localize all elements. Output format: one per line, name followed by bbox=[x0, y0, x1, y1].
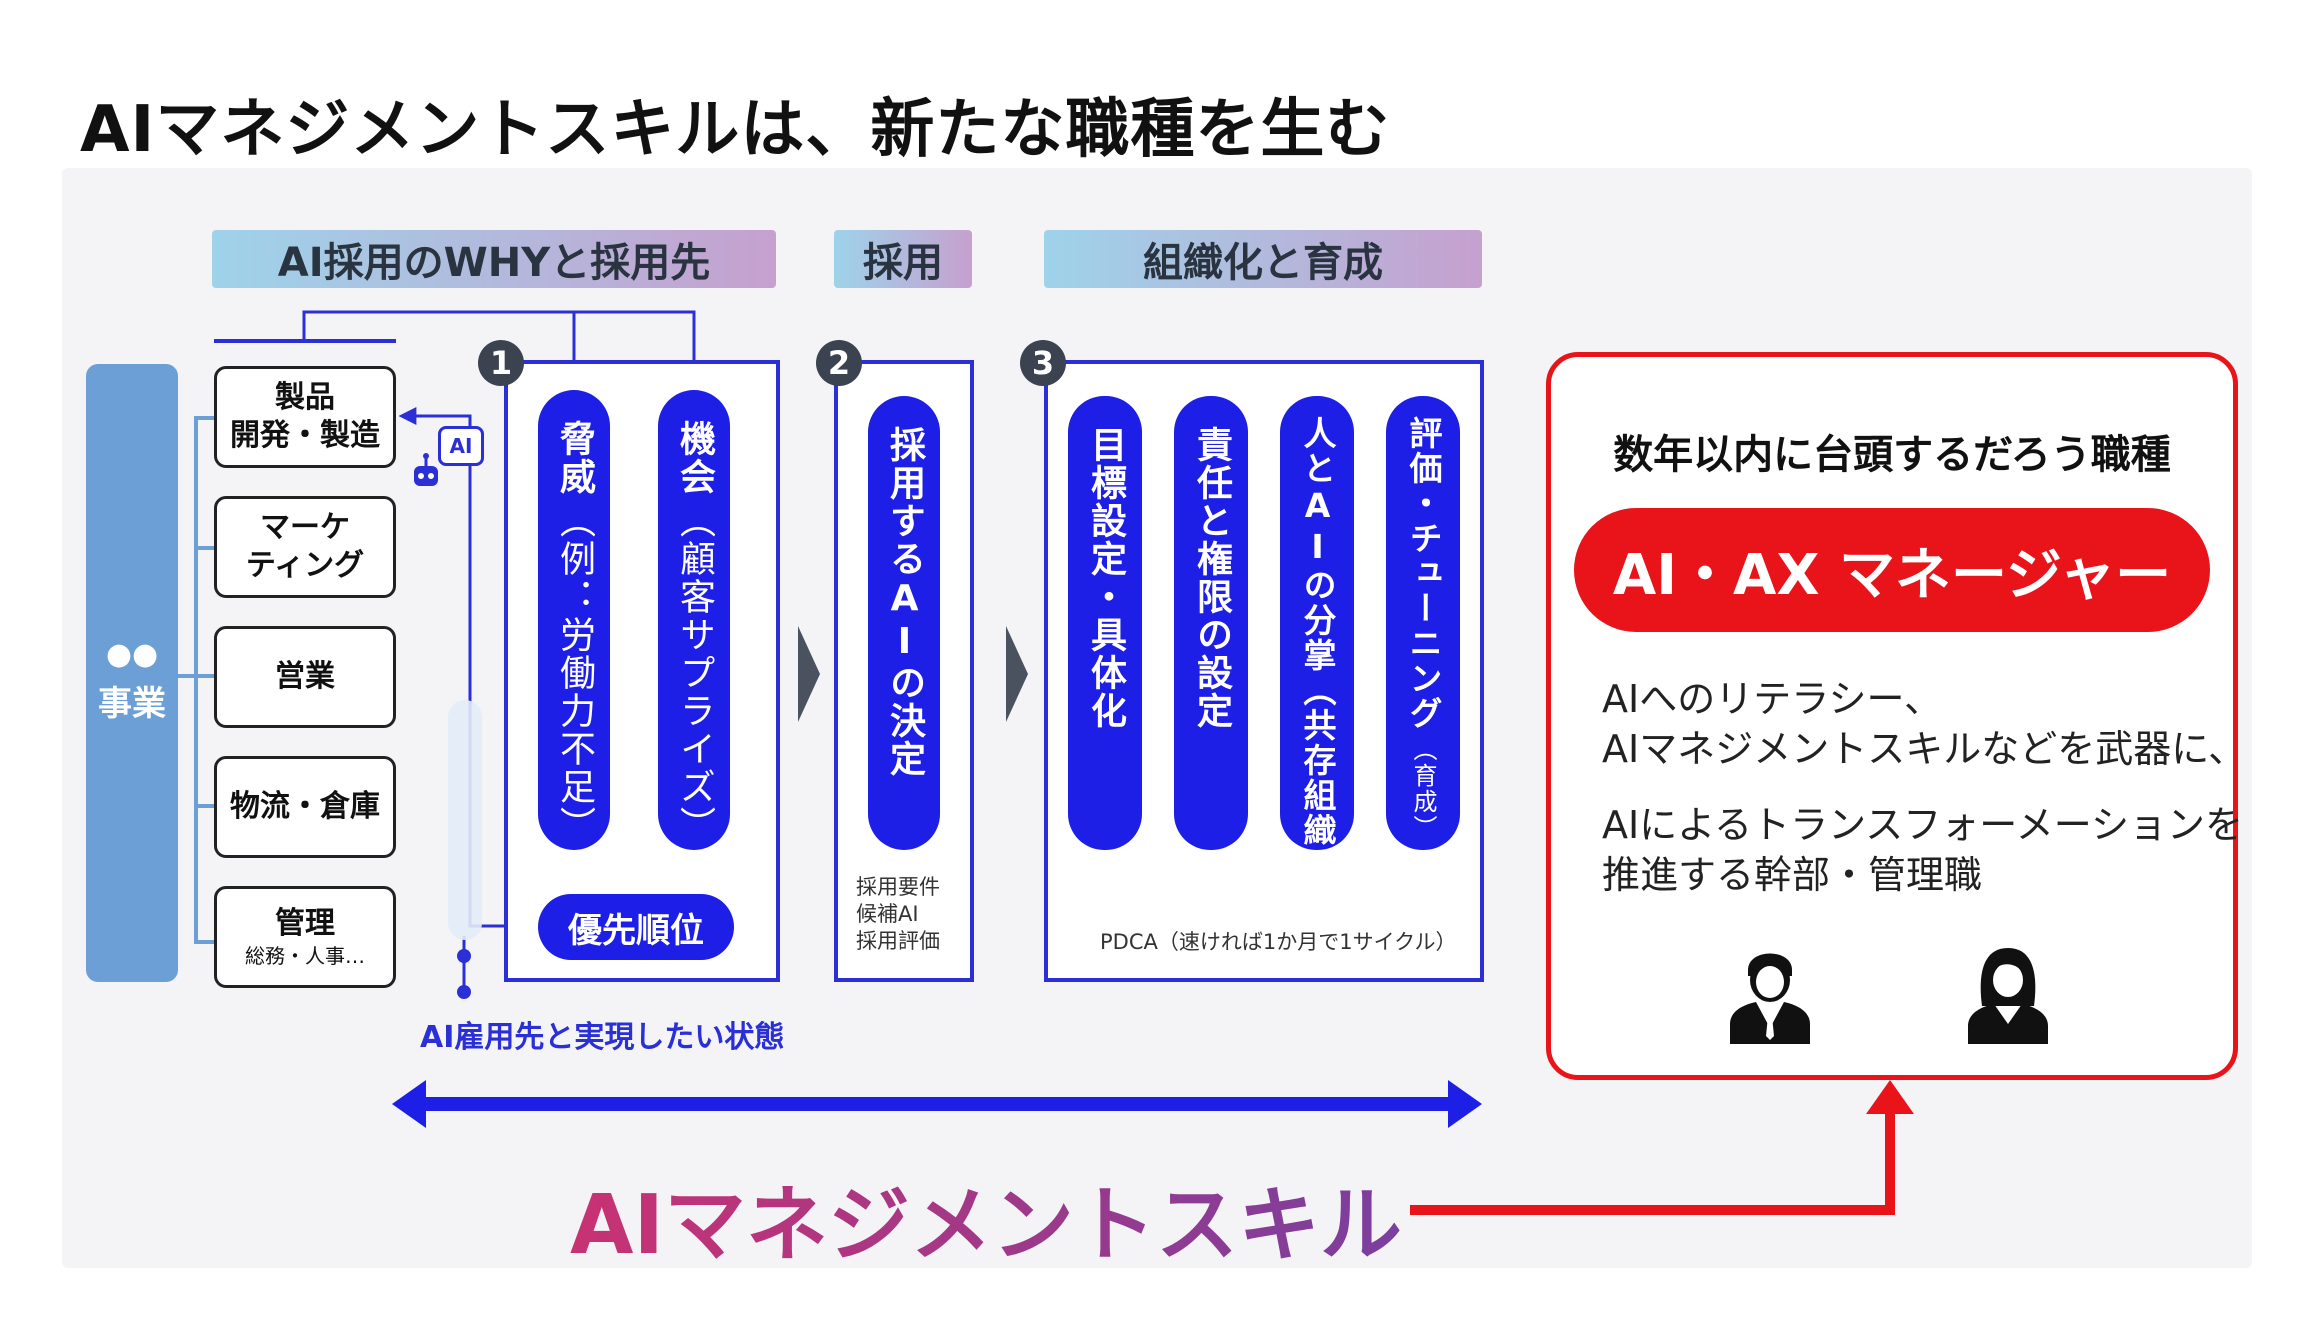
ai-decision-pill: 採用するAIの決定 bbox=[868, 396, 940, 850]
priority-pill: 優先順位 bbox=[538, 894, 734, 960]
pill-responsibility: 責任と権限の設定 bbox=[1174, 396, 1248, 850]
pill-division: 人とAIの分掌（共存組織） bbox=[1280, 396, 1354, 883]
note-requirements: 採用要件 bbox=[856, 875, 940, 899]
dept-admin: 管理 総務・人事… bbox=[214, 886, 396, 988]
dept-label-line2: 開発・製造 bbox=[230, 418, 380, 453]
ai-employment-label: AI雇用先と実現したい状態 bbox=[420, 1020, 785, 1055]
desc-line: 推進する幹部・管理職 bbox=[1602, 853, 1983, 897]
role-description-1: AIへのリテラシー、 AIマネジメントスキルなどを武器に、 bbox=[1602, 674, 2246, 774]
step3-number: 3 bbox=[1020, 340, 1066, 386]
desc-line: AIへのリテラシー、 bbox=[1602, 677, 1943, 721]
business-dots: ●● bbox=[105, 637, 159, 672]
chance-example: （顧客サプライズ） bbox=[674, 502, 715, 844]
loop-to-chance bbox=[302, 310, 703, 390]
threat-example: （例：労働力不足） bbox=[554, 502, 595, 844]
skill-label: AIマネジメントスキル bbox=[570, 1158, 1402, 1277]
step2-number: 2 bbox=[816, 340, 862, 386]
header-org: 組織化と育成 bbox=[1044, 230, 1482, 288]
dept-label-line1: 管理 bbox=[275, 906, 335, 941]
chance-pill: 機会 （顧客サプライズ） bbox=[658, 390, 730, 850]
skill-range-arrow bbox=[392, 1080, 1482, 1128]
header-why: AI採用のWHYと採用先 bbox=[212, 230, 776, 288]
pill-label: 目標設定・具体化 bbox=[1085, 426, 1126, 730]
business-bar bbox=[86, 364, 178, 982]
ai-decision-label: 採用するAIの決定 bbox=[884, 426, 925, 778]
future-role-frame bbox=[1546, 352, 2238, 1080]
page-title: AIマネジメントスキルは、新たな職種を生む bbox=[80, 93, 1391, 167]
note-evaluation: 採用評価 bbox=[856, 929, 940, 953]
robot-icon bbox=[412, 446, 492, 510]
dept-product-dev: 製品 開発・製造 bbox=[214, 366, 396, 468]
dept-sales: 営業 bbox=[214, 626, 396, 728]
businesswoman-icon bbox=[1960, 936, 2056, 1050]
header-hire: 採用 bbox=[834, 230, 972, 288]
chevron-right-icon bbox=[1006, 626, 1028, 722]
pill-goal-setting: 目標設定・具体化 bbox=[1068, 396, 1142, 850]
dept-sub-label: 総務・人事… bbox=[245, 944, 365, 968]
dept-logistics: 物流・倉庫 bbox=[214, 756, 396, 858]
chevron-right-icon bbox=[798, 626, 820, 722]
threat-label: 脅威 bbox=[554, 420, 595, 496]
future-role-title: 数年以内に台頭するだろう職種 bbox=[1613, 432, 2171, 478]
pill-label: 責任と権限の設定 bbox=[1191, 426, 1232, 730]
desc-line: AIマネジメントスキルなどを武器に、 bbox=[1602, 727, 2247, 771]
step1-number: 1 bbox=[478, 340, 524, 386]
dept-label-line2: ティング bbox=[245, 548, 365, 583]
dept-bracket bbox=[194, 416, 214, 944]
business-label: 事業 bbox=[98, 684, 166, 724]
dept-label-line1: 営業 bbox=[275, 659, 335, 694]
role-pill: AI・AX マネージャー bbox=[1574, 508, 2210, 632]
chance-label: 機会 bbox=[674, 420, 715, 496]
pill-label: 評価・チューニング bbox=[1404, 416, 1443, 731]
pill-label: 人とAIの分掌（共存組織） bbox=[1298, 416, 1337, 883]
dept-label-line1: 物流・倉庫 bbox=[230, 789, 380, 824]
businessman-icon bbox=[1722, 936, 1818, 1050]
pdca-label: PDCA（速ければ1か月で1サイクル） bbox=[1100, 930, 1457, 954]
note-candidates: 候補AI bbox=[856, 902, 919, 926]
threat-pill: 脅威 （例：労働力不足） bbox=[538, 390, 610, 850]
dept-label-line1: マーケ bbox=[260, 510, 350, 545]
pill-evaluation: 評価・チューニング （育成） bbox=[1386, 396, 1460, 850]
desc-line: AIによるトランスフォーメーションを bbox=[1602, 803, 2244, 847]
pill-sub-label: （育成） bbox=[1409, 737, 1437, 841]
ai-badge: AI bbox=[438, 426, 484, 466]
red-arrow bbox=[1410, 1080, 1914, 1215]
dept-label-line1: 製品 bbox=[275, 380, 335, 415]
hiring-notes: 採用要件 候補AI 採用評価 bbox=[856, 874, 940, 955]
role-description-2: AIによるトランスフォーメーションを 推進する幹部・管理職 bbox=[1602, 800, 2243, 900]
dept-marketing: マーケ ティング bbox=[214, 496, 396, 598]
